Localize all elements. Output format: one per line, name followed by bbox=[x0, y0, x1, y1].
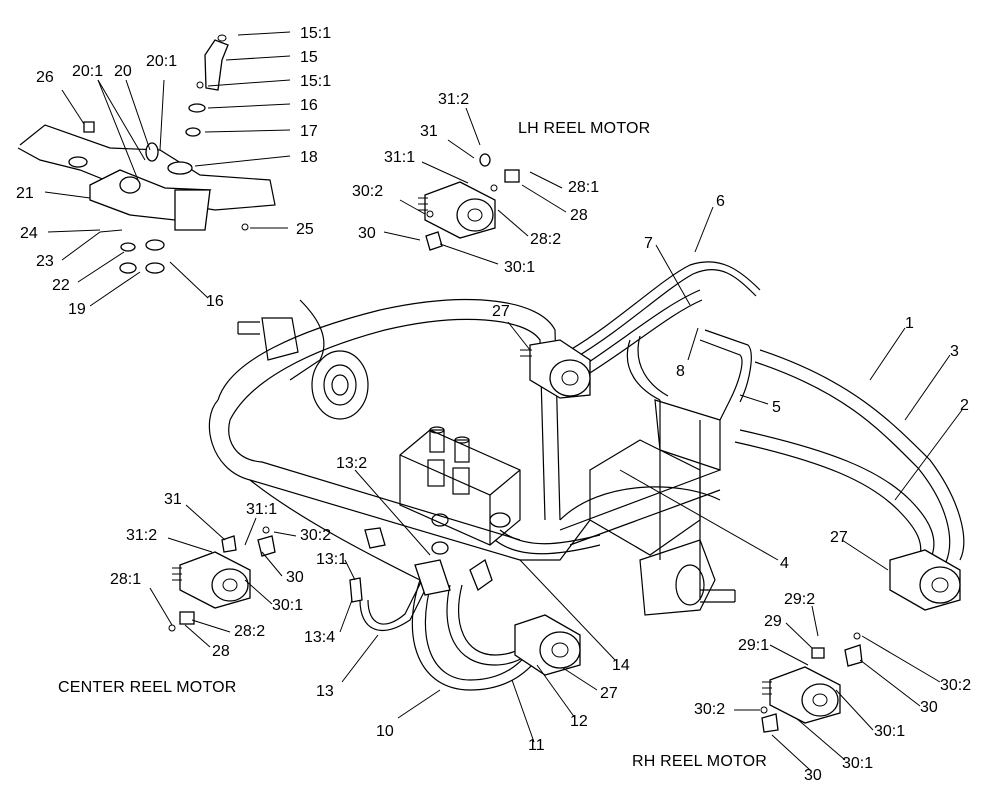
part-label: 18 bbox=[300, 149, 318, 166]
reel-motor-frame-rh bbox=[889, 549, 961, 611]
frame-assembly bbox=[208, 299, 736, 616]
part-label: 28 bbox=[212, 643, 230, 660]
part-label: 21 bbox=[16, 185, 34, 202]
part-label: 11 bbox=[528, 737, 545, 754]
part-label: 19 bbox=[68, 301, 86, 318]
part-label: 31:1 bbox=[246, 501, 277, 518]
valve-fittings bbox=[349, 512, 511, 603]
part-label: 30:2 bbox=[352, 183, 383, 200]
part-label: 15:1 bbox=[300, 73, 331, 90]
part-label: 15:1 bbox=[300, 25, 331, 42]
part-label: 20:1 bbox=[146, 53, 177, 70]
part-label: 26 bbox=[36, 69, 54, 86]
caption-lh-reel-motor: LH REEL MOTOR bbox=[518, 120, 650, 137]
part-label: 30:2 bbox=[694, 701, 725, 718]
caption-center-reel-motor: CENTER REEL MOTOR bbox=[58, 679, 237, 696]
part-label: 10 bbox=[376, 723, 394, 740]
part-label: 31:1 bbox=[384, 149, 415, 166]
bracket-assembly-detail bbox=[17, 34, 276, 274]
part-label: 2 bbox=[960, 397, 969, 414]
part-label: 24 bbox=[20, 225, 38, 242]
part-label: 20 bbox=[114, 63, 132, 80]
part-label: 4 bbox=[780, 555, 789, 572]
part-label: 3 bbox=[950, 343, 959, 360]
part-label: 30 bbox=[920, 699, 938, 716]
lh-reel-motor-detail bbox=[418, 153, 520, 251]
part-label: 31:2 bbox=[126, 527, 157, 544]
part-label: 7 bbox=[644, 235, 653, 252]
part-label: 12 bbox=[570, 713, 588, 730]
part-label: 5 bbox=[772, 399, 781, 416]
part-label: 14 bbox=[612, 657, 630, 674]
part-label: 30 bbox=[804, 767, 822, 784]
reel-motor-frame-center bbox=[514, 614, 581, 676]
part-label: 27 bbox=[600, 685, 618, 702]
part-label: 30:2 bbox=[940, 677, 971, 694]
part-label: 13 bbox=[316, 683, 334, 700]
part-label: 25 bbox=[296, 221, 314, 238]
part-label: 31 bbox=[164, 491, 182, 508]
part-label: 29:2 bbox=[784, 591, 815, 608]
part-label: 30:1 bbox=[842, 755, 873, 772]
part-label: 30 bbox=[286, 569, 304, 586]
part-label: 13:4 bbox=[304, 629, 335, 646]
part-label: 30:1 bbox=[874, 723, 905, 740]
part-label: 15 bbox=[300, 49, 318, 66]
part-label: 13:2 bbox=[336, 455, 367, 472]
part-label: 28:2 bbox=[530, 231, 561, 248]
leader-lines bbox=[44, 31, 963, 771]
reel-motor-frame-lh bbox=[520, 339, 591, 399]
part-label: 31 bbox=[420, 123, 438, 140]
part-label: 30 bbox=[358, 225, 376, 242]
part-label: 16 bbox=[300, 97, 318, 114]
part-label: 8 bbox=[676, 363, 685, 380]
part-label: 22 bbox=[52, 277, 70, 294]
hoses bbox=[359, 261, 965, 691]
part-label: 30:1 bbox=[272, 597, 303, 614]
part-label: 23 bbox=[36, 253, 54, 270]
part-label: 30:1 bbox=[504, 259, 535, 276]
part-label: 1 bbox=[905, 315, 914, 332]
part-label: 28 bbox=[570, 207, 588, 224]
part-label: 28:1 bbox=[110, 571, 141, 588]
part-label: 31:2 bbox=[438, 91, 469, 108]
part-label: 17 bbox=[300, 123, 318, 140]
part-label: 30:2 bbox=[300, 527, 331, 544]
part-label: 16 bbox=[206, 293, 224, 310]
rh-reel-motor-detail bbox=[760, 632, 863, 733]
center-reel-motor-detail bbox=[168, 526, 276, 632]
part-label: 20:1 bbox=[72, 63, 103, 80]
part-label: 27 bbox=[492, 303, 510, 320]
part-label: 28:2 bbox=[234, 623, 265, 640]
part-label: 29 bbox=[764, 613, 782, 630]
part-label: 13:1 bbox=[316, 551, 347, 568]
part-label: 28:1 bbox=[568, 179, 599, 196]
part-label: 6 bbox=[716, 193, 725, 210]
caption-rh-reel-motor: RH REEL MOTOR bbox=[632, 753, 767, 770]
part-label: 29:1 bbox=[738, 637, 769, 654]
part-label: 27 bbox=[830, 529, 848, 546]
